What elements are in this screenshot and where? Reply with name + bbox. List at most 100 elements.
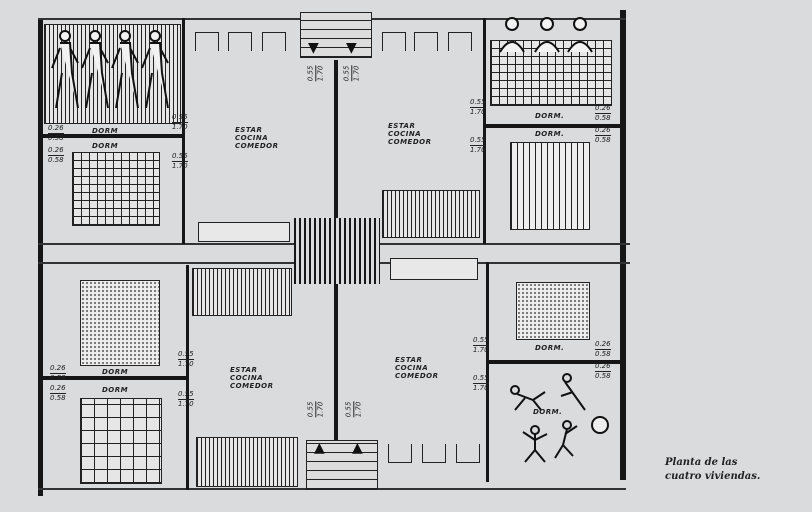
window-sill: 0.58 <box>50 374 66 382</box>
chair-icon <box>414 32 438 51</box>
dorm-bed-grid <box>72 152 160 226</box>
playing-children-icon <box>510 373 609 463</box>
door-height: 1.70 <box>354 401 363 418</box>
door-width: 0.55 <box>470 98 486 108</box>
chair-icon <box>262 32 286 51</box>
door-height: 1.70 <box>470 146 486 154</box>
entry-arrow-icon: ▲ <box>352 440 363 456</box>
window-sill: 0.58 <box>50 394 66 402</box>
chair-icon <box>456 444 480 463</box>
partition <box>483 124 623 128</box>
living-sofa <box>196 437 298 487</box>
door-width: 0.55 <box>178 350 194 360</box>
stair-block <box>294 218 380 284</box>
door-height: 1.70 <box>470 108 486 116</box>
partition <box>486 262 489 482</box>
bedroom-label: DORM. <box>535 344 565 352</box>
chair-icon <box>382 32 406 51</box>
door-width: 0.55 <box>172 113 188 123</box>
entry-arrow-icon: ▼ <box>346 40 357 56</box>
partition <box>486 360 622 364</box>
figure-caption: Planta de las cuatro viviendas. <box>665 456 760 484</box>
door-width: 0.55 <box>172 152 188 162</box>
dorm-bed-grid <box>80 398 162 484</box>
dorm-bed <box>510 142 590 230</box>
window-height: 0.26 <box>595 126 611 136</box>
door-width: 0.55 <box>473 336 489 346</box>
chair-icon <box>195 32 219 51</box>
door-width: 0.55 <box>470 136 486 146</box>
wall-right <box>620 10 626 480</box>
bedroom-label: DORM <box>92 142 119 150</box>
bedroom-label: DORM <box>102 368 129 376</box>
entry-stone-top <box>300 12 372 58</box>
living-room-label: ESTAR COCINA COMEDOR <box>235 126 279 150</box>
window-height: 0.26 <box>50 364 66 374</box>
chair-icon <box>448 32 472 51</box>
door-height: 1.70 <box>473 384 489 392</box>
chair-icon <box>228 32 252 51</box>
window-sill: 0.58 <box>595 114 611 122</box>
sleeping-figures-icon <box>499 17 593 53</box>
caption-line: Planta de las <box>665 457 738 468</box>
door-height: 1.70 <box>178 360 194 368</box>
door-height: 1.70 <box>473 346 489 354</box>
door-height: 1.70 <box>316 401 325 418</box>
door-width: 0.55 <box>342 65 353 82</box>
window-height: 0.26 <box>595 104 611 114</box>
partition <box>182 18 185 244</box>
partition <box>483 18 486 244</box>
door-height: 1.70 <box>352 65 361 82</box>
living-sofa <box>382 190 480 238</box>
bedroom-label: DORM <box>102 386 129 394</box>
caption-line: cuatro viviendas. <box>665 471 761 482</box>
living-sofa <box>192 268 292 316</box>
entry-arrow-icon: ▲ <box>314 440 325 456</box>
partition <box>40 134 185 138</box>
entry-stone-bottom <box>306 440 378 490</box>
door-width: 0.55 <box>306 65 317 82</box>
window-height: 0.26 <box>48 146 64 156</box>
living-room-label: ESTAR COCINA COMEDOR <box>230 366 274 390</box>
window-sill: 0.58 <box>48 156 64 164</box>
door-width: 0.55 <box>473 374 489 384</box>
window-sill: 0.58 <box>595 350 611 358</box>
kitchen-counter <box>198 222 290 242</box>
kitchen-counter <box>390 258 478 280</box>
wall-left <box>38 18 43 496</box>
dorm-bed <box>516 282 590 340</box>
window-sill: 0.58 <box>595 136 611 144</box>
door-height: 1.70 <box>172 162 188 170</box>
window-sill: 0.58 <box>595 372 611 380</box>
entry-arrow-icon: ▼ <box>308 40 319 56</box>
window-sill: 0.58 <box>48 134 64 142</box>
chair-icon <box>388 444 412 463</box>
chair-icon <box>422 444 446 463</box>
bedroom-label: DORM. <box>535 112 565 120</box>
window-height: 0.26 <box>50 384 66 394</box>
door-height: 1.70 <box>172 123 188 131</box>
window-height: 0.26 <box>595 340 611 350</box>
living-room-label: ESTAR COCINA COMEDOR <box>388 122 432 146</box>
